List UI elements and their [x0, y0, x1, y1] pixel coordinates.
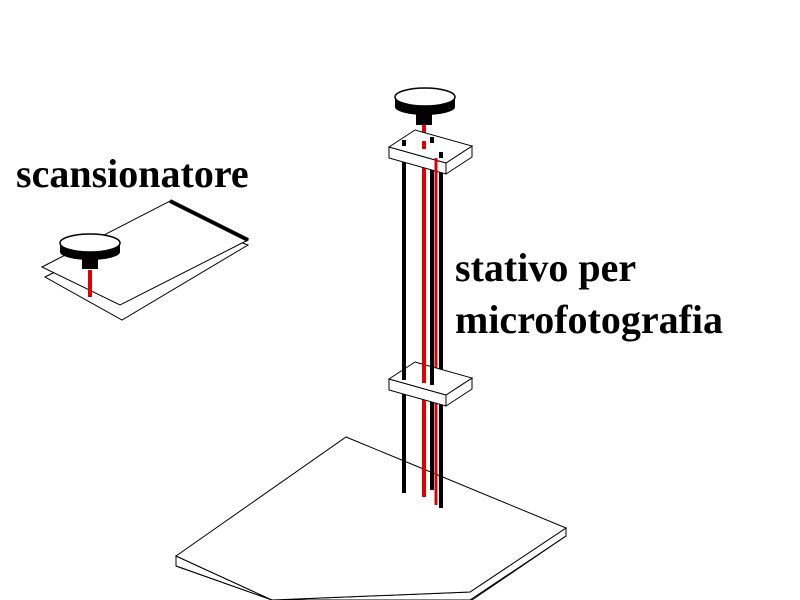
top-block-hole-2	[430, 137, 434, 143]
top-block-hole-1	[402, 140, 406, 146]
scanner-label: scansionatore	[16, 151, 249, 196]
top-block-hole-4	[422, 141, 426, 149]
scanner-illustration	[40, 199, 250, 321]
top-carriage	[387, 129, 474, 175]
lower-carriage	[387, 355, 474, 407]
copy-stand-label-line1: stativo per	[455, 245, 637, 290]
stand-base	[174, 436, 568, 600]
top-block-top	[387, 129, 474, 164]
base-plate-top	[174, 436, 568, 600]
base-plate-edge-right	[469, 535, 567, 600]
copy-stand-label-line2: microfotografia	[455, 297, 724, 342]
top-knob-face	[394, 87, 456, 107]
scanner-knob-top	[59, 233, 121, 253]
top-knob	[394, 87, 456, 125]
top-block-hole-3	[439, 152, 443, 158]
base-plate-edge	[175, 565, 273, 600]
scanner-hinge	[169, 199, 249, 242]
stand-column	[402, 118, 443, 508]
